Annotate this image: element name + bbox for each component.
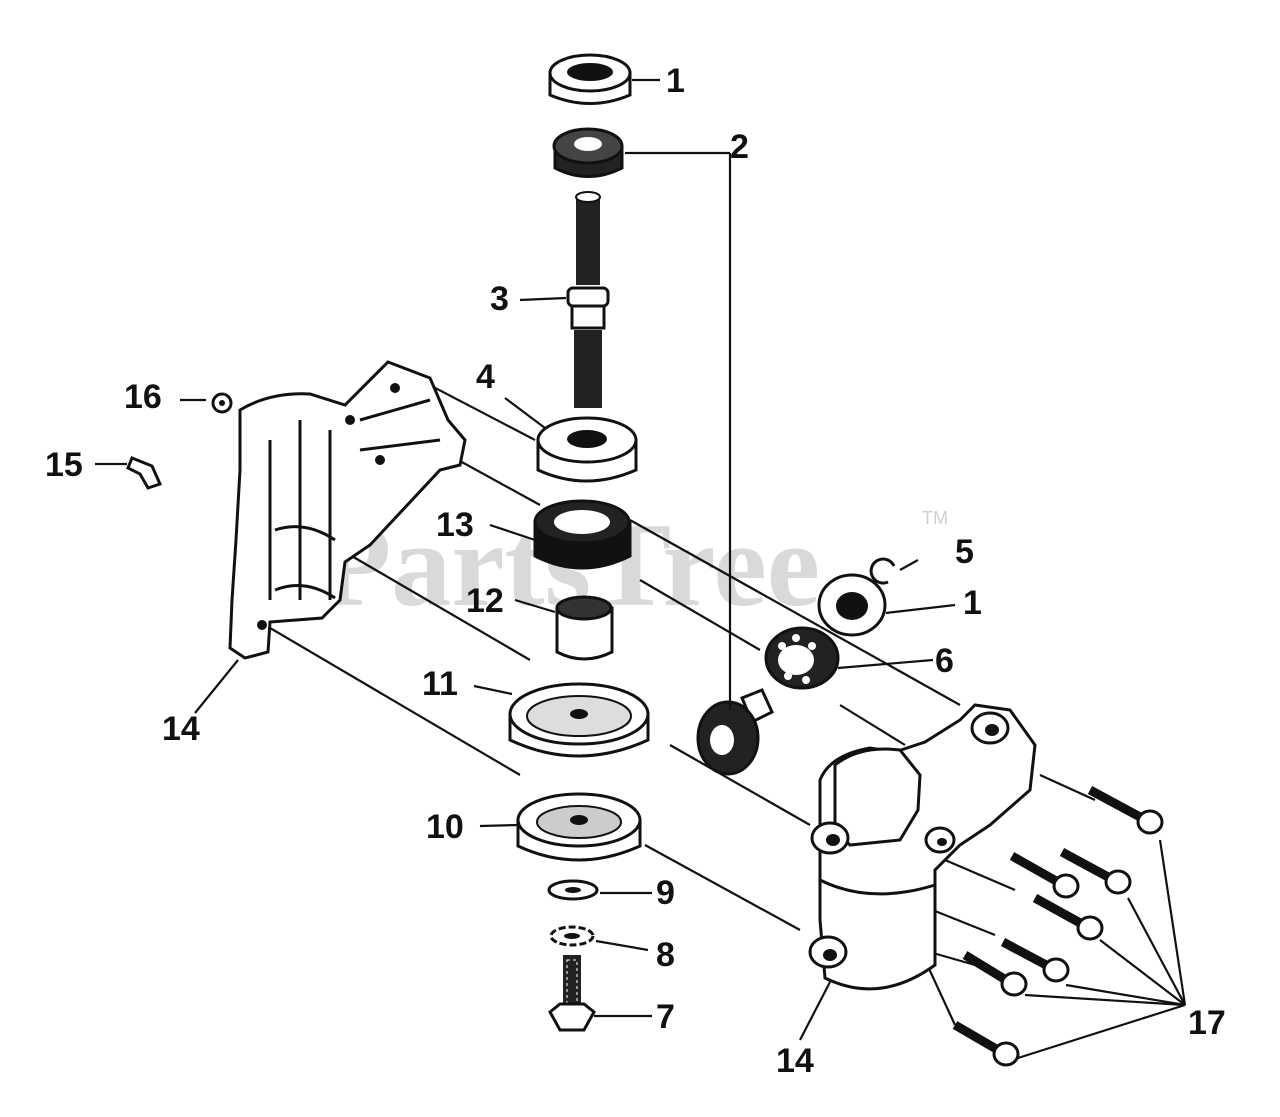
part-screws [952, 786, 1164, 1067]
screw-4 [1032, 894, 1104, 941]
part-spacer [764, 626, 840, 690]
part-holder [516, 792, 642, 862]
callout-15: 15 [45, 446, 83, 484]
callout-13: 13 [436, 506, 474, 544]
callout-5: 5 [955, 533, 974, 571]
callout-12: 12 [466, 582, 504, 620]
callout-labels: 1 2 3 4 16 15 13 5 1 12 6 11 14 10 9 8 7… [45, 62, 1226, 1080]
callout-10: 10 [426, 808, 464, 846]
screw-6 [962, 951, 1028, 997]
callout-6: 6 [935, 642, 954, 680]
callout-16: 16 [124, 378, 162, 416]
screw-1 [1087, 786, 1164, 835]
part-nut [211, 392, 233, 414]
callout-14-right: 14 [776, 1042, 814, 1080]
assembly-lines [264, 379, 1096, 1026]
screw-3 [1009, 852, 1080, 899]
callout-2: 2 [730, 128, 749, 166]
callout-4: 4 [476, 358, 495, 396]
callout-14-left: 14 [162, 710, 200, 748]
part-bearing-mid [536, 416, 638, 483]
callout-1-top: 1 [666, 62, 685, 100]
screw-2 [1059, 848, 1132, 895]
callout-11: 11 [422, 665, 458, 703]
part-seal [533, 499, 632, 570]
part-bearing-top [548, 53, 632, 105]
part-pinion-gear [696, 688, 774, 776]
part-bearing-side [817, 573, 887, 637]
part-bolt [548, 955, 596, 1032]
part-housing-right [808, 703, 1037, 991]
callout-8: 8 [656, 936, 675, 974]
part-shaft [566, 191, 610, 408]
screw-5 [1000, 938, 1070, 983]
part-gear-upper [552, 127, 624, 178]
callout-3: 3 [490, 280, 509, 318]
part-washer [547, 879, 599, 901]
part-lock-washer [549, 925, 595, 947]
screw-7 [952, 1021, 1020, 1067]
part-sleeve [555, 595, 614, 661]
callout-1-side: 1 [963, 584, 982, 622]
callout-17: 17 [1188, 1004, 1226, 1042]
part-grease-fitting [126, 456, 163, 490]
part-cup [508, 682, 650, 758]
part-housing-left [228, 360, 467, 660]
part-snap-ring [869, 557, 896, 585]
leader-lines [95, 78, 1187, 1060]
callout-7: 7 [656, 998, 675, 1036]
callout-9: 9 [656, 874, 675, 912]
watermark-tm: TM [922, 508, 948, 528]
